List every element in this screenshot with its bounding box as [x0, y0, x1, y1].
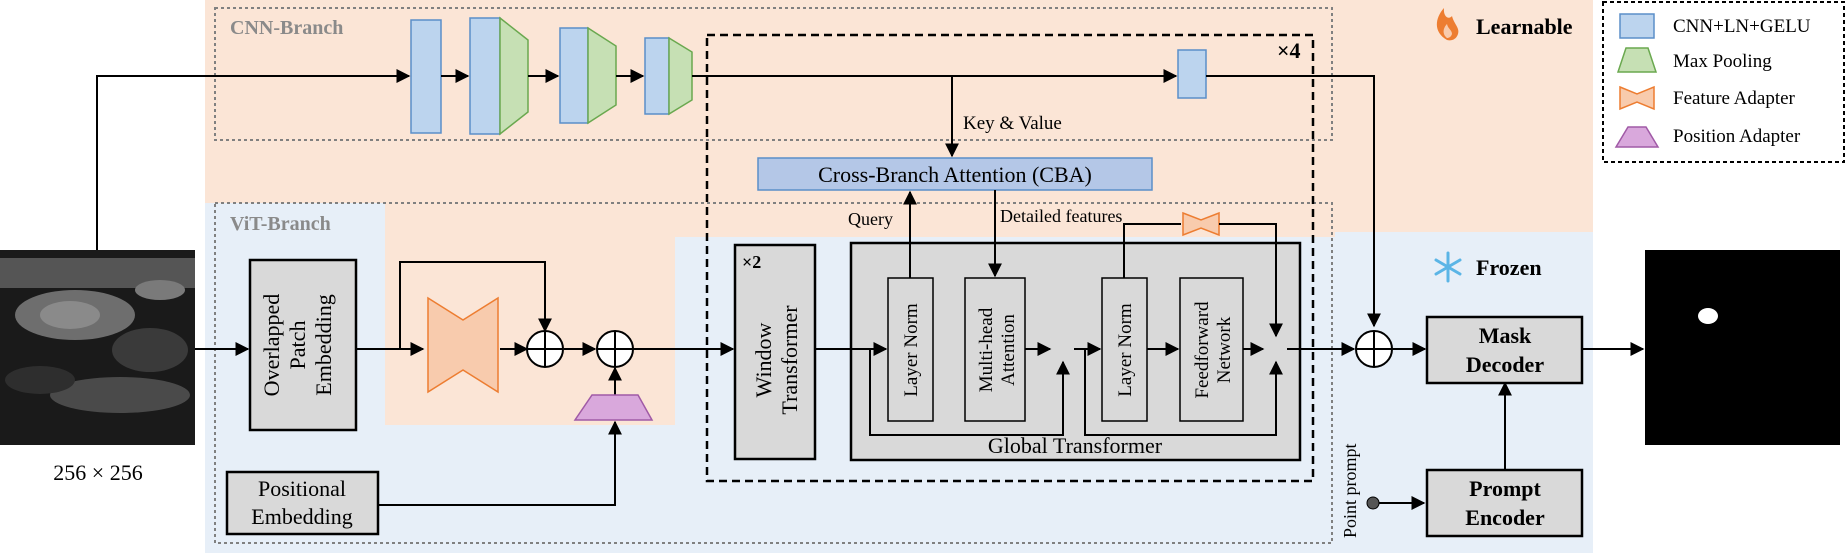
positional-embedding-line-2: Embedding [251, 504, 352, 529]
key-value-label: Key & Value [963, 113, 1062, 134]
window-transformer-box [733, 243, 817, 461]
svg-text:Network: Network [1214, 316, 1235, 383]
repeat-count-outer: ×4 [1277, 38, 1301, 63]
ffn-label: Feedforward Network [1192, 301, 1235, 399]
mask-decoder-line-2: Decoder [1466, 352, 1544, 377]
positional-embedding-line-1: Positional [258, 476, 346, 501]
transformer-learnable-strip [675, 205, 1335, 237]
cnn-flow-lines [96, 69, 1381, 328]
layer-norm-1-label: Layer Norm [901, 303, 922, 397]
legend-label-position-adapter: Position Adapter [1673, 126, 1801, 147]
cnn-block-2 [469, 17, 501, 135]
input-image [0, 250, 195, 445]
svg-text:Transformer: Transformer [777, 305, 802, 415]
maxpool-3 [668, 36, 693, 116]
cnn-block-1 [410, 19, 442, 134]
attention-label: Multi-head Attention [976, 307, 1019, 392]
frozen-label: Frozen [1476, 255, 1542, 280]
vit-branch-label: ViT-Branch [230, 213, 331, 235]
mask-decoder-line-1: Mask [1479, 323, 1532, 348]
cnn-branch-frame [214, 7, 1333, 141]
output-mask [1645, 250, 1840, 445]
svg-text:Window: Window [751, 322, 776, 397]
cba-label: Cross-Branch Attention (CBA) [818, 162, 1092, 187]
input-size-label: 256 × 256 [53, 460, 142, 485]
prompt-encoder-box [1425, 468, 1584, 538]
prompt-encoder-line-1: Prompt [1469, 476, 1541, 501]
legend-label-cnn: CNN+LN+GELU [1673, 16, 1811, 37]
ffn-box [1179, 277, 1244, 422]
fire-icon [1436, 8, 1459, 41]
legend-label-feature-adapter: Feature Adapter [1673, 88, 1796, 109]
vit-input-frozen-region [205, 203, 385, 233]
svg-text:Overlapped: Overlapped [259, 294, 284, 397]
layer-norm-2-label: Layer Norm [1115, 303, 1136, 397]
legend-swatch-feature-adapter [1619, 85, 1655, 111]
cnn-block-3 [559, 27, 589, 124]
patch-embedding-box [248, 258, 358, 432]
point-prompt-dot [1366, 496, 1380, 510]
position-adapter [573, 394, 654, 421]
maxpool-2 [587, 26, 617, 125]
repeat-frame [705, 33, 1315, 483]
detailed-features-label: Detailed features [1000, 206, 1122, 226]
vit-branch-frame [214, 202, 1333, 544]
prompt-encoder-line-2: Encoder [1465, 505, 1545, 530]
point-prompt-label: Point prompt [1340, 443, 1360, 538]
feature-adapter-small [1182, 211, 1220, 237]
transformer-flow-lines [815, 190, 1645, 510]
global-transformer-label: Global Transformer [988, 433, 1163, 458]
learnable-label: Learnable [1476, 14, 1573, 39]
svg-text:Embedding: Embedding [311, 294, 336, 395]
legend-swatch-maxpool [1616, 47, 1658, 73]
legend-swatch-cnn [1619, 13, 1655, 39]
query-label: Query [848, 209, 893, 229]
window-transformer-label: Window Transformer [751, 305, 802, 415]
svg-text:Attention: Attention [998, 314, 1019, 386]
svg-text:Multi-head: Multi-head [976, 307, 997, 392]
cnn-block-5 [1177, 49, 1207, 99]
positional-embedding-box [225, 470, 380, 536]
cnn-branch-label: CNN-Branch [230, 17, 343, 39]
legend-label-maxpool: Max Pooling [1673, 51, 1772, 72]
maxpool-1 [499, 16, 529, 136]
feature-adapter-large [427, 296, 499, 394]
legend-swatch-position-adapter [1614, 126, 1660, 148]
svg-text:Patch: Patch [285, 321, 310, 370]
mask-decoder-box [1425, 315, 1584, 385]
vit-flow-lines [195, 261, 735, 506]
patch-embedding-label: Overlapped Patch Embedding [259, 294, 336, 397]
repeat-count-window: ×2 [742, 252, 761, 272]
cnn-block-4 [644, 37, 670, 115]
snowflake-icon [1434, 251, 1462, 283]
layer-norm-1 [887, 277, 934, 422]
svg-text:Feedforward: Feedforward [1192, 301, 1213, 399]
cba-box [757, 157, 1153, 191]
